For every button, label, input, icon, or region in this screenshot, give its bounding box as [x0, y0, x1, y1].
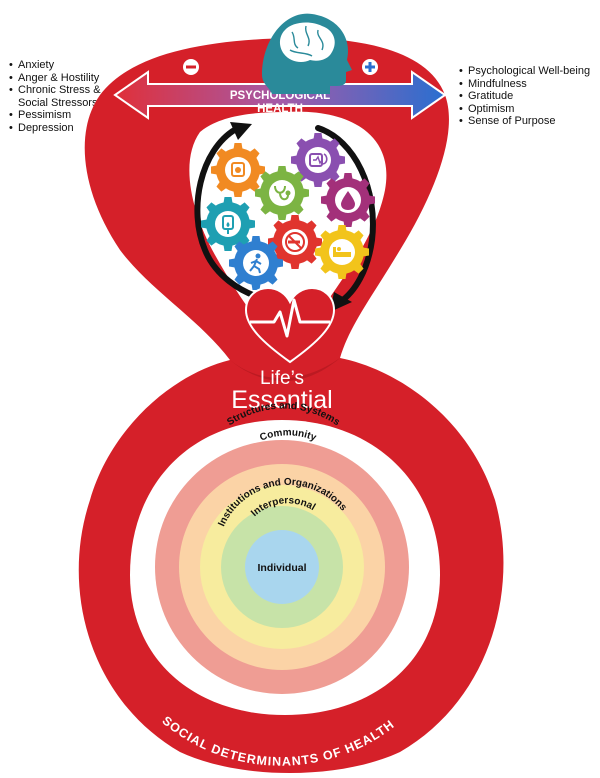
blood-drop-icon — [321, 173, 375, 227]
heart-ecg-icon — [244, 286, 336, 364]
social-ecological-rings — [155, 440, 409, 694]
stethoscope-icon — [255, 166, 309, 220]
running-person-icon — [229, 236, 283, 290]
positive-factor-item: Sense of Purpose — [458, 115, 598, 128]
negative-factor-item: Anger & Hostility — [8, 72, 126, 85]
ring-label-community: Community — [258, 427, 318, 443]
cycle-arrowhead-top — [230, 122, 252, 140]
ring-individual — [245, 530, 319, 604]
center-title-line2: Essential — [231, 386, 332, 414]
blood-bag-icon — [201, 197, 255, 251]
negative-factor-item: Pessimism — [8, 109, 126, 122]
gear-cluster — [201, 133, 375, 290]
center-title-line1: Life’s — [260, 368, 304, 389]
positive-factors-list: Psychological Well-beingMindfulnessGrati… — [458, 65, 598, 128]
sleep-icon — [315, 225, 369, 279]
plus-icon — [362, 59, 378, 75]
no-smoking-icon — [268, 215, 322, 269]
heart-monitor-icon — [291, 133, 345, 187]
cycle-arrowhead-bottom — [330, 292, 352, 312]
ring-label-individual: Individual — [257, 562, 306, 574]
positive-factor-item: Psychological Well-being — [458, 65, 598, 78]
arrow-label-line2: HEALTH — [257, 103, 303, 115]
negative-factor-item: Depression — [8, 122, 126, 135]
positive-factor-item: Mindfulness — [458, 78, 598, 91]
positive-factor-item: Gratitude — [458, 90, 598, 103]
negative-factor-item: Anxiety — [8, 59, 126, 72]
scale-icon — [211, 143, 265, 197]
cycle-arrows — [194, 125, 376, 305]
head-brain-icon — [262, 13, 352, 95]
positive-factor-item: Optimism — [458, 103, 598, 116]
negative-factor-item: Chronic Stress & Social Stressors — [8, 84, 126, 109]
negative-factors-list: AnxietyAnger & HostilityChronic Stress &… — [8, 59, 126, 134]
minus-icon — [183, 59, 199, 75]
